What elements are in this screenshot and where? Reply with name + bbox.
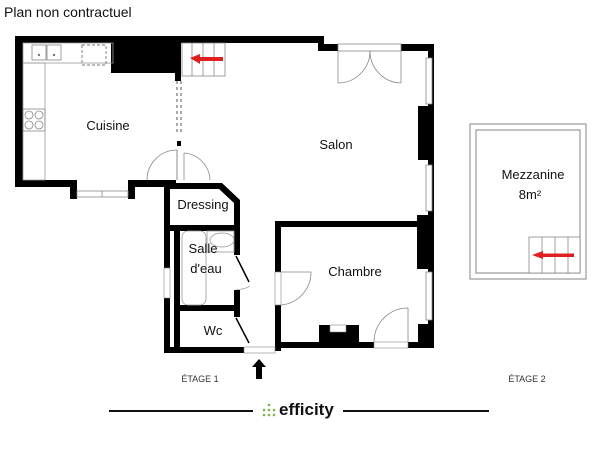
staircase (528, 236, 581, 274)
plan-disclaimer: Plan non contractuel (4, 4, 132, 20)
window (425, 57, 433, 105)
wall-block (111, 43, 177, 73)
window (163, 267, 171, 299)
entrance-arrow-icon (252, 359, 266, 379)
door (280, 271, 312, 306)
floor-label-etage-1: ÉTAGE 1 (181, 374, 218, 384)
sink-icon (31, 44, 47, 61)
staircase (181, 42, 226, 77)
stair-arrow-icon (190, 54, 223, 64)
washbasin-icon (209, 232, 235, 248)
french-door (337, 43, 402, 84)
room-label-mezzanine: Mezzanine (502, 167, 565, 182)
room-label-cuisine: Cuisine (86, 118, 129, 133)
floor-2-plan: Mezzanine 8m² ÉTAGE 2 (469, 123, 587, 384)
logo-dots-icon (262, 403, 276, 417)
bathtub-icon (181, 230, 207, 306)
room-area-mezzanine: 8m² (519, 187, 542, 202)
room-label-wc: Wc (204, 323, 223, 338)
room-label-dressing: Dressing (177, 197, 228, 212)
door (146, 149, 178, 181)
wall (15, 36, 23, 186)
floor-1-plan: Cuisine Salon Dressing Salle d'eau Chamb… (15, 36, 434, 384)
room-label-salle-d-eau-line2: d'eau (190, 261, 221, 276)
room-label-salle-d-eau-line1: Salle (189, 241, 218, 256)
footer-divider-right (343, 410, 489, 412)
fireplace (319, 325, 359, 345)
brand-name: efficity (279, 400, 334, 419)
efficity-logo: efficity (262, 400, 334, 420)
window (76, 190, 129, 198)
counter (22, 42, 114, 64)
floor-label-etage-2: ÉTAGE 2 (508, 374, 545, 384)
cooktop-icon (22, 108, 46, 132)
appliance-icon (81, 44, 107, 66)
footer-divider-left (109, 410, 253, 412)
wall (15, 36, 320, 43)
room-label-chambre: Chambre (328, 264, 381, 279)
stair-arrow-icon (532, 251, 574, 259)
room-label-salon: Salon (319, 137, 352, 152)
